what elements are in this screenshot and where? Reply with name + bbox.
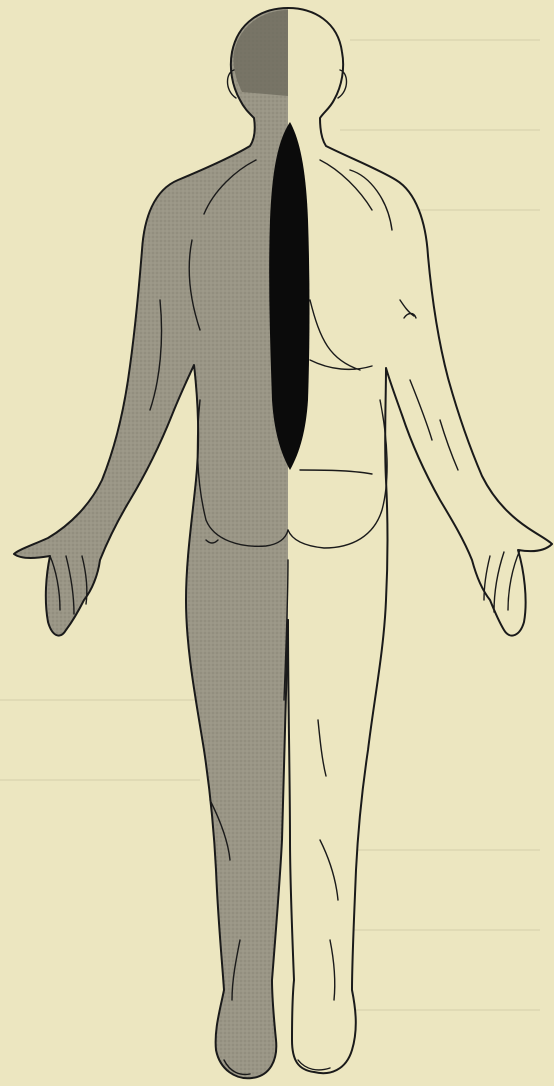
shaded-region-left [14,8,288,1078]
unshaded-region-right [288,8,552,1073]
head-shading [233,10,288,96]
spine-region [269,122,309,470]
